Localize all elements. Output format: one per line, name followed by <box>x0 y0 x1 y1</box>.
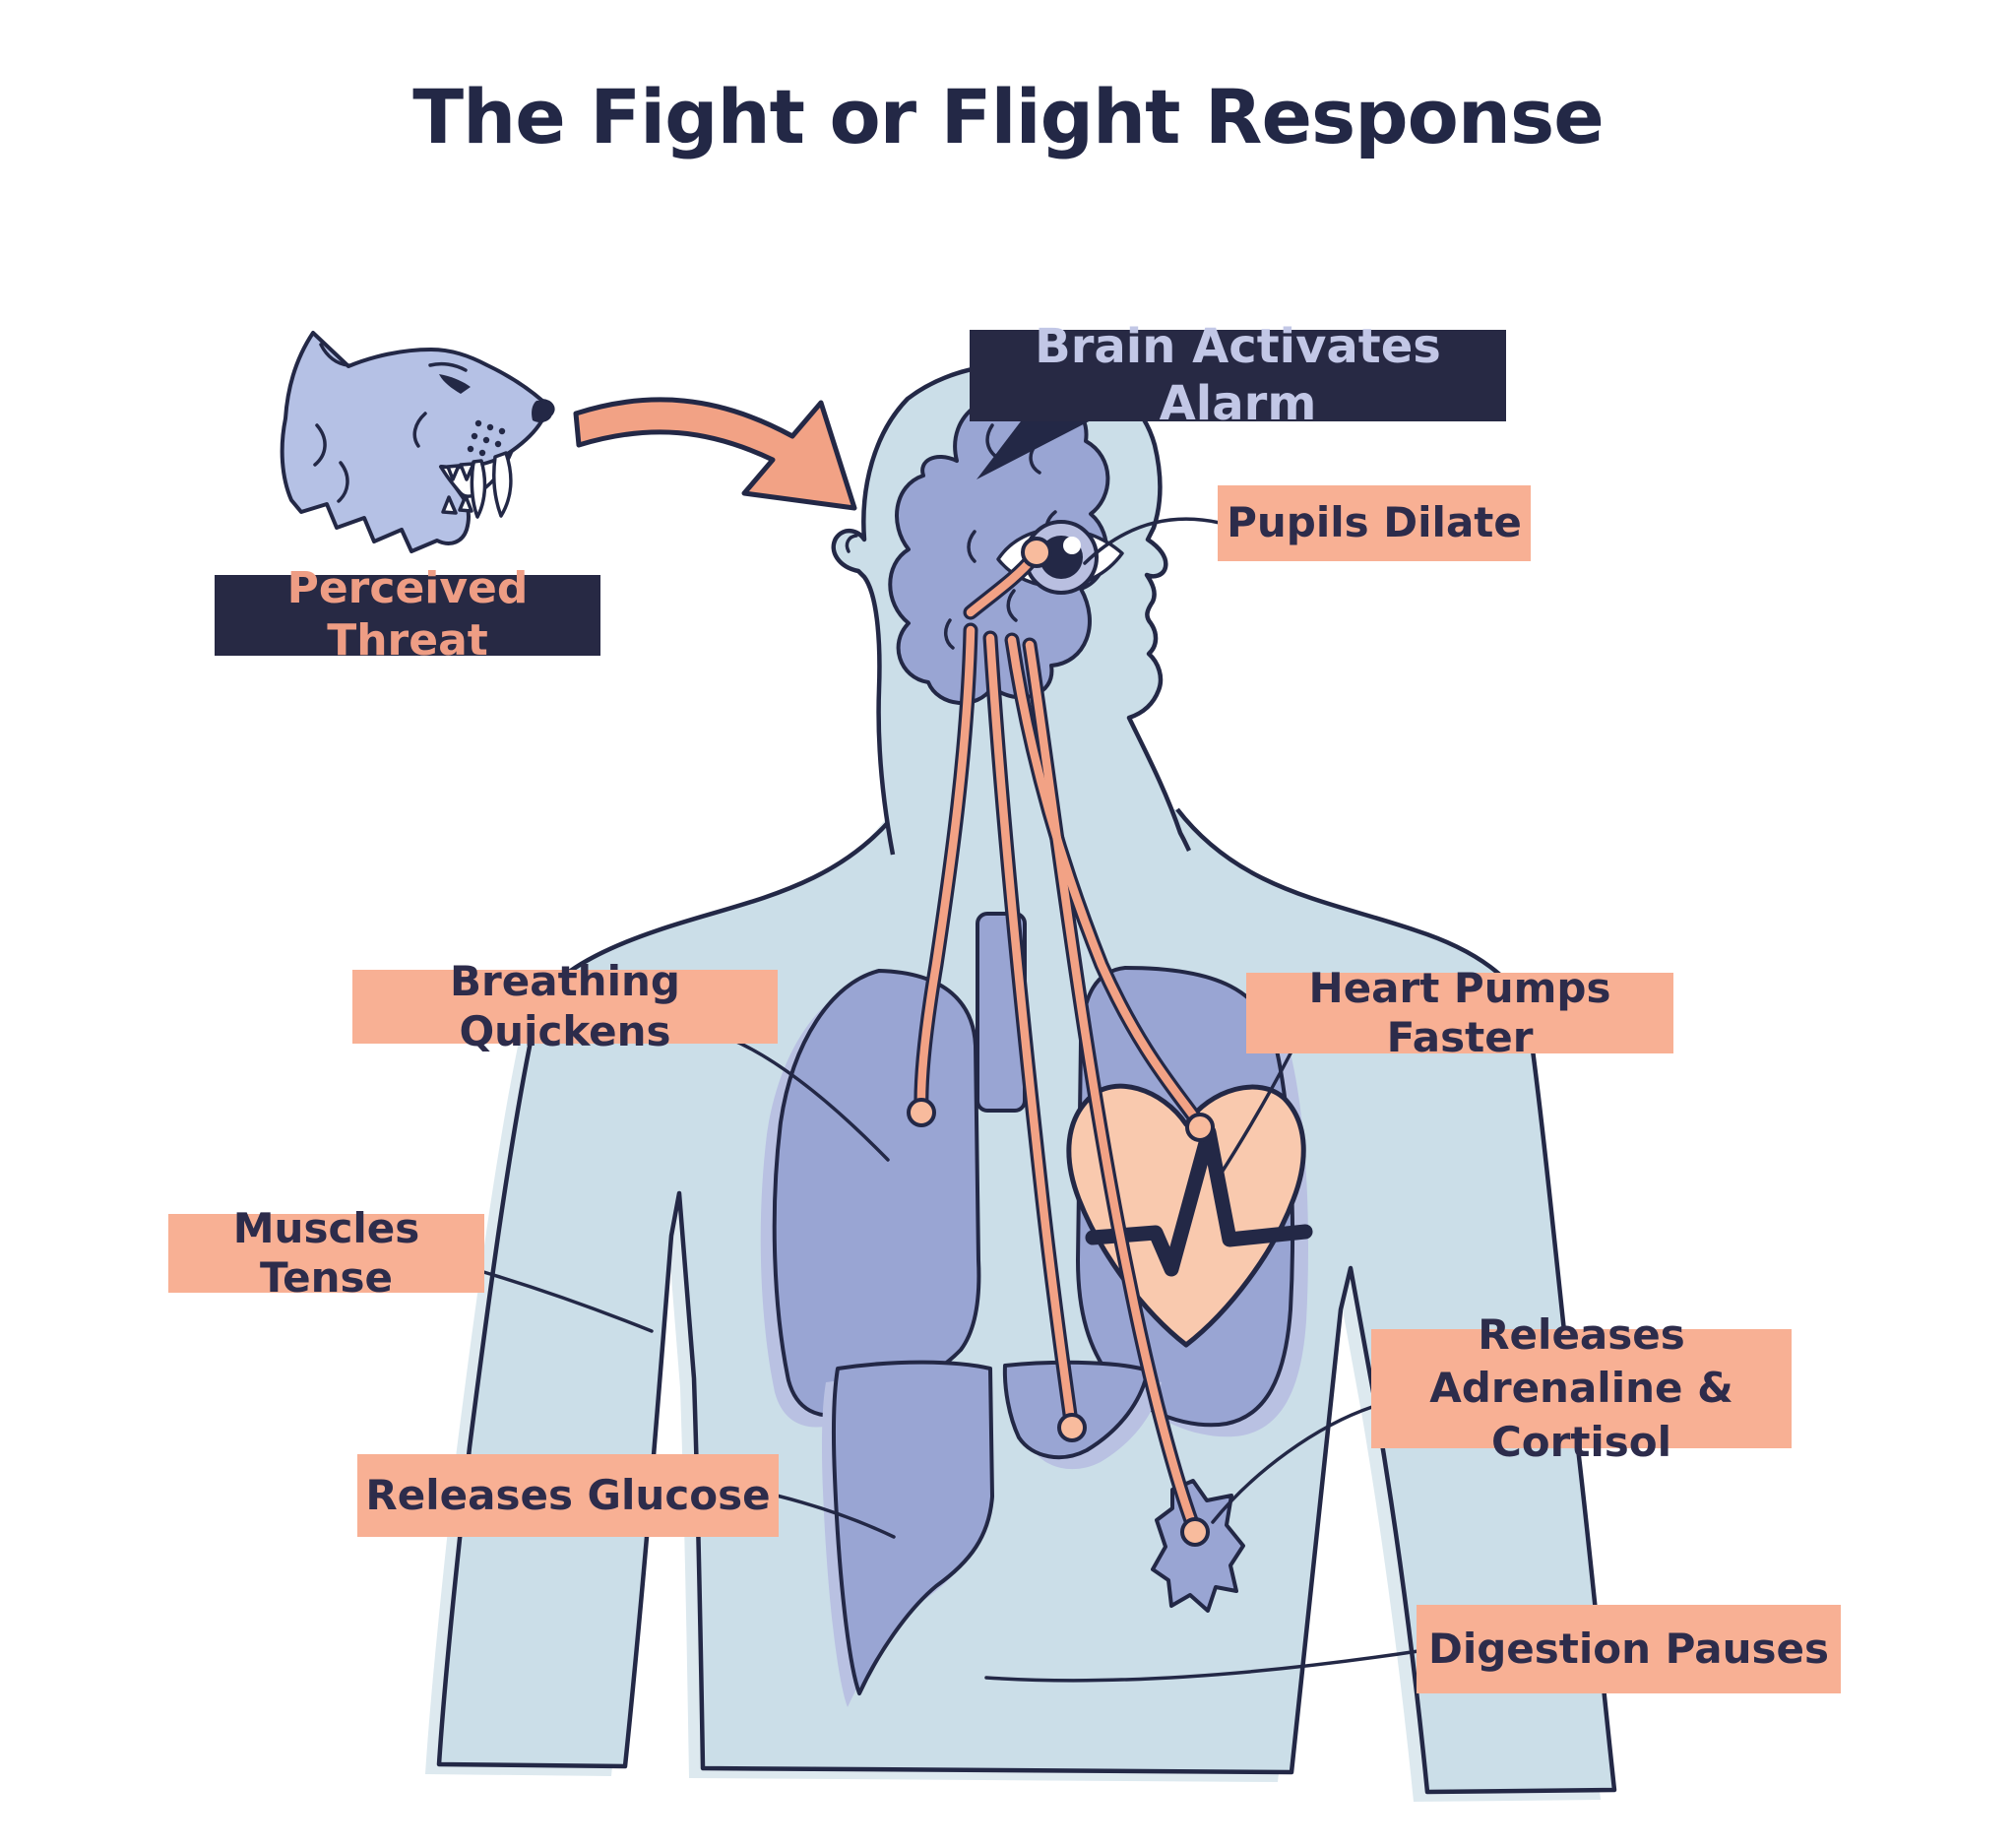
leader-glucose <box>775 1494 896 1539</box>
leader-lines <box>478 517 1420 1683</box>
cat-upper-teeth <box>446 462 475 481</box>
leader-breathing <box>730 1038 890 1162</box>
torso-silhouette <box>436 805 1617 1795</box>
cat-lower-fangs <box>441 494 473 515</box>
callout-muscles-tense: Muscles Tense <box>168 1204 484 1302</box>
nerve-ending-lung <box>907 1098 936 1127</box>
nerve-ending-liver <box>1057 1413 1087 1442</box>
callout-pupils-dilate: Pupils Dilate <box>1218 485 1531 561</box>
adrenaline-line-2: Adrenaline & Cortisol <box>1429 1364 1733 1466</box>
callout-perceived-threat: Perceived Threat <box>215 563 600 666</box>
nerve-to-lung <box>916 625 976 1114</box>
speech-bubble-tail <box>976 417 1097 479</box>
leader-adrenaline <box>1211 1405 1374 1524</box>
callout-brain-activates-alarm: Brain Activates Alarm <box>970 319 1506 431</box>
threat-arrow-icon <box>573 397 857 511</box>
callout-releases-glucose: Releases Glucose <box>357 1454 779 1537</box>
nerve-pathways <box>907 537 1215 1547</box>
nerve-ending-eye <box>1021 537 1052 568</box>
cat-saber-fang-front <box>492 451 513 518</box>
saber-toothed-cat-icon <box>280 331 555 553</box>
nerve-ending-adrenal <box>1180 1517 1210 1547</box>
nerve-ending-heart <box>1185 1113 1215 1142</box>
nerve-to-liver <box>985 633 1076 1427</box>
leader-digestion <box>984 1649 1420 1683</box>
nerve-to-adrenal <box>1025 640 1198 1531</box>
cat-fur-lines <box>313 343 427 503</box>
callout-heart-pumps-faster: Heart Pumps Faster <box>1246 964 1673 1061</box>
cat-eye <box>439 374 471 394</box>
liver-left-lobe <box>832 1360 994 1695</box>
callout-digestion-pauses: Digestion Pauses <box>1417 1605 1841 1693</box>
eye-highlight <box>1063 537 1081 554</box>
leader-muscles <box>478 1269 654 1333</box>
adrenaline-line-1: Releases <box>1478 1309 1685 1359</box>
leader-pupils <box>1083 517 1222 565</box>
callout-releases-adrenaline-cortisol: Releases Adrenaline & Cortisol <box>1371 1310 1792 1466</box>
cat-brow-line <box>428 361 468 372</box>
cat-whisker-dots <box>467 419 506 457</box>
cat-nose <box>532 400 553 422</box>
callout-breathing-quickens: Breathing Quickens <box>352 957 778 1055</box>
leader-heart <box>1218 1050 1293 1178</box>
nerve-to-heart <box>1007 635 1203 1127</box>
ekg-heartbeat-line <box>1085 1124 1313 1277</box>
page-title: The Fight or Flight Response <box>412 73 1605 160</box>
cat-saber-fang-rear <box>470 459 487 519</box>
ear-inner-line <box>845 534 858 553</box>
